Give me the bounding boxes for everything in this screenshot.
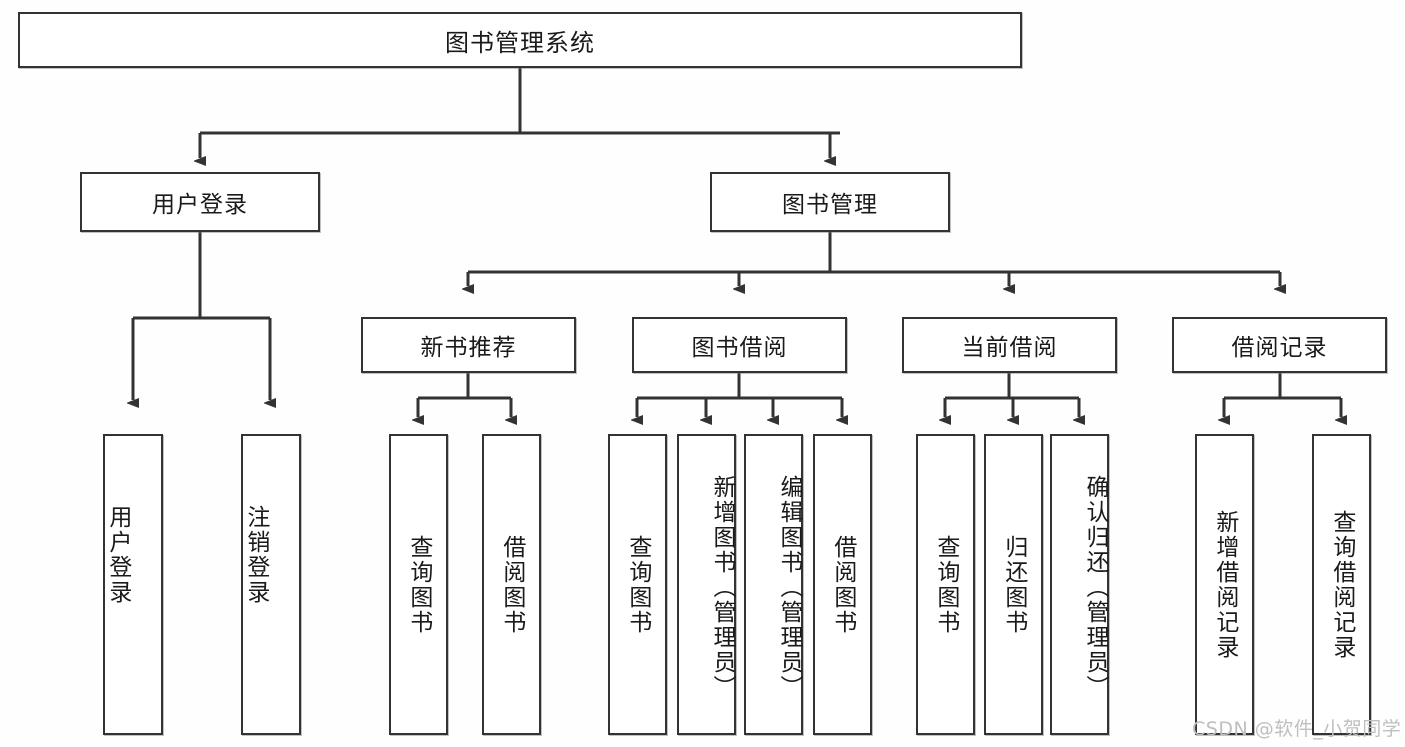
leaf-user-login[interactable]: 用户登录 (103, 434, 163, 735)
leaf-borrow-book-recommend[interactable]: 借阅图书 (482, 434, 541, 735)
leaf-add-borrow-record[interactable]: 新增借阅记录 (1195, 434, 1254, 735)
node-label: 编辑图书（管理员） (776, 475, 802, 700)
node-label: 归还图书 (1000, 534, 1027, 635)
node-label: 新书推荐 (420, 335, 517, 361)
node-label: 用户登录 (104, 504, 131, 605)
node-new-book-recommend[interactable]: 新书推荐 (361, 317, 576, 373)
leaf-borrow-book[interactable]: 借阅图书 (813, 434, 872, 735)
node-user-login[interactable]: 用户登录 (80, 172, 320, 232)
node-borrow-record[interactable]: 借阅记录 (1172, 317, 1387, 373)
leaf-return-book[interactable]: 归还图书 (984, 434, 1043, 735)
node-label: 新增借阅记录 (1211, 509, 1238, 660)
leaf-add-book-admin[interactable]: 新增图书（管理员） (677, 434, 736, 735)
node-label: 借阅图书 (498, 534, 525, 635)
node-label: 查询图书 (624, 534, 651, 635)
node-book-management[interactable]: 图书管理 (710, 172, 950, 232)
node-label: 当前借阅 (961, 335, 1058, 361)
leaf-confirm-return-admin[interactable]: 确认归还（管理员） (1050, 434, 1109, 735)
node-label: 查询图书 (405, 534, 432, 635)
node-label: 图书管理系统 (445, 28, 595, 57)
leaf-query-book-borrow[interactable]: 查询图书 (608, 434, 667, 735)
node-label: 查询图书 (932, 534, 959, 635)
node-label: 借阅记录 (1231, 335, 1328, 361)
node-label: 图书借阅 (691, 335, 788, 361)
node-label: 查询借阅记录 (1328, 509, 1355, 660)
node-current-borrow[interactable]: 当前借阅 (902, 317, 1117, 373)
leaf-query-book-current[interactable]: 查询图书 (916, 434, 975, 735)
node-label: 注销登录 (242, 504, 269, 605)
leaf-query-borrow-record[interactable]: 查询借阅记录 (1312, 434, 1371, 735)
node-label: 借阅图书 (829, 534, 856, 635)
node-label: 用户登录 (152, 192, 248, 218)
node-root-system[interactable]: 图书管理系统 (18, 12, 1022, 68)
leaf-edit-book-admin[interactable]: 编辑图书（管理员） (744, 434, 803, 735)
leaf-query-book-recommend[interactable]: 查询图书 (389, 434, 448, 735)
node-book-borrow[interactable]: 图书借阅 (632, 317, 847, 373)
leaf-logout[interactable]: 注销登录 (241, 434, 301, 735)
node-label: 图书管理 (782, 192, 878, 218)
node-label: 新增图书（管理员） (709, 475, 735, 700)
node-label: 确认归还（管理员） (1082, 475, 1108, 700)
